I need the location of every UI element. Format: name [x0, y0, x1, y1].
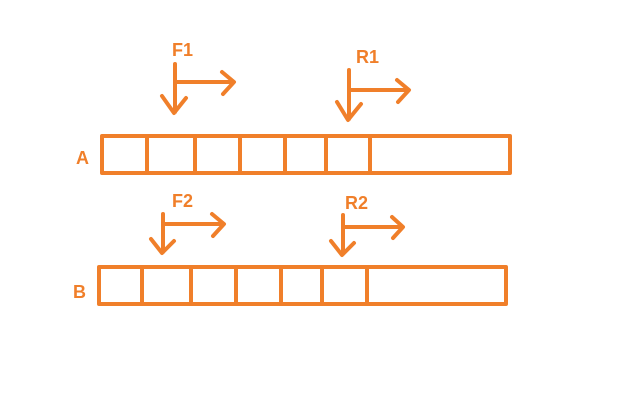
- f1-down-arrow: [160, 62, 188, 115]
- pointer-f2: [149, 212, 226, 255]
- array-b: [97, 265, 508, 306]
- r1-down-arrow: [335, 68, 363, 122]
- f2-down-arrow: [149, 212, 176, 255]
- pointer-f1: [160, 62, 236, 115]
- rear-pointer-label: R2: [345, 193, 368, 213]
- r2-right-arrow: [341, 215, 405, 240]
- array-a-label: A: [76, 148, 89, 168]
- front-pointer-label: F1: [172, 40, 193, 60]
- array-b-label: B: [73, 282, 86, 302]
- front-pointer-label: F2: [172, 191, 193, 211]
- array-a: [100, 134, 512, 175]
- array-b-box: [97, 265, 508, 306]
- pointer-r2: [329, 213, 405, 257]
- array-a-box: [100, 134, 512, 175]
- r2-down-arrow: [329, 213, 356, 257]
- pointer-r1: [335, 68, 411, 122]
- f1-right-arrow: [173, 70, 236, 96]
- r1-right-arrow: [347, 78, 411, 104]
- rear-pointer-label: R1: [356, 47, 379, 67]
- f2-right-arrow: [161, 212, 226, 238]
